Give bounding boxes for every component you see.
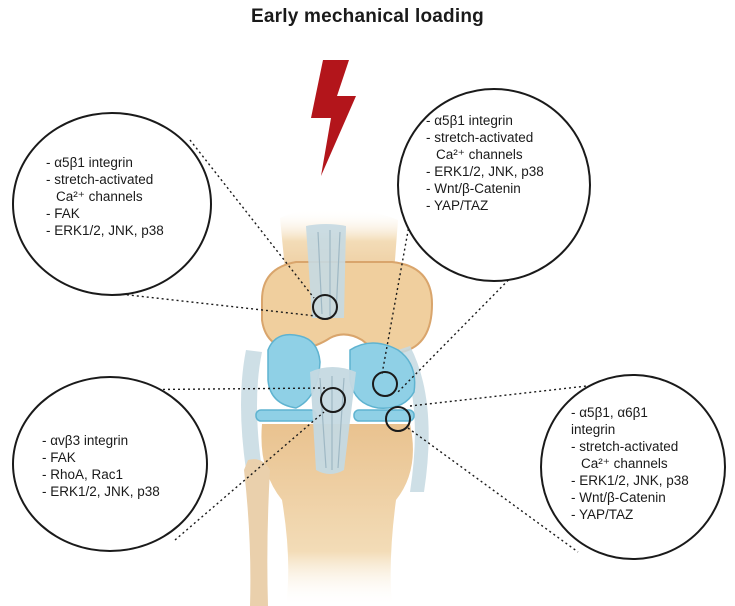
- callout-lower-right-list: α5β1, α6β1 integrin stretch-activated Ca…: [571, 404, 689, 523]
- list-item: α5β1 integrin: [46, 154, 164, 171]
- list-item: stretch-activated: [571, 438, 689, 455]
- list-item: RhoA, Rac1: [42, 466, 160, 483]
- lightning-bolt-icon: [311, 60, 356, 176]
- list-item: α5β1 integrin: [426, 112, 544, 129]
- list-item: stretch-activated: [426, 129, 544, 146]
- callout-upper-left-list: α5β1 integrin stretch-activated Ca²⁺ cha…: [46, 154, 164, 239]
- list-item: αvβ3 integrin: [42, 432, 160, 449]
- cartilage-left: [267, 333, 321, 409]
- connector-upper-left-b: [101, 291, 317, 317]
- patellar-tendon-upper: [306, 224, 346, 318]
- callout-lower-left: αvβ3 integrin FAK RhoA, Rac1 ERK1/2, JNK…: [12, 376, 208, 552]
- list-item: FAK: [46, 205, 164, 222]
- list-item: YAP/TAZ: [426, 197, 544, 214]
- fibula: [244, 459, 270, 606]
- list-item-continuation: integrin: [571, 422, 616, 437]
- meniscus-left: [255, 409, 317, 422]
- site-markers: [312, 294, 411, 432]
- ligament-fibers: [317, 230, 345, 470]
- knee-joint-illustration: [241, 209, 434, 606]
- site-marker-cartilage: [372, 371, 398, 397]
- connector-upper-right-b: [395, 247, 541, 395]
- connector-lower-right-b: [407, 427, 579, 553]
- connector-lower-left-a: [97, 387, 327, 391]
- callout-upper-left: α5β1 integrin stretch-activated Ca²⁺ cha…: [12, 112, 212, 296]
- list-item: ERK1/2, JNK, p38: [46, 222, 164, 239]
- list-item: stretch-activated: [46, 171, 164, 188]
- list-item: Wnt/β-Catenin: [571, 489, 689, 506]
- list-item: ERK1/2, JNK, p38: [426, 163, 544, 180]
- list-item-continuation: Ca²⁺ channels: [436, 147, 523, 162]
- callout-upper-right: α5β1 integrin stretch-activated Ca²⁺ cha…: [397, 88, 591, 282]
- site-marker-meniscus: [385, 406, 411, 432]
- figure-title: Early mechanical loading: [251, 6, 484, 27]
- list-item: ERK1/2, JNK, p38: [42, 483, 160, 500]
- connector-upper-left-a: [189, 139, 315, 299]
- list-item: FAK: [42, 449, 160, 466]
- list-item-continuation: Ca²⁺ channels: [56, 189, 143, 204]
- tibia: [261, 424, 413, 606]
- meniscus-right: [353, 409, 415, 422]
- list-item: α5β1, α6β1: [571, 404, 689, 421]
- list-item: ERK1/2, JNK, p38: [571, 472, 689, 489]
- medial-ligament: [398, 346, 429, 492]
- site-marker-cruciate-ligament: [320, 387, 346, 413]
- callout-lower-left-list: αvβ3 integrin FAK RhoA, Rac1 ERK1/2, JNK…: [42, 432, 160, 500]
- list-item: YAP/TAZ: [571, 506, 689, 523]
- callout-upper-right-list: α5β1 integrin stretch-activated Ca²⁺ cha…: [426, 112, 544, 214]
- callout-lower-right: α5β1, α6β1 integrin stretch-activated Ca…: [540, 374, 726, 560]
- list-item: Wnt/β-Catenin: [426, 180, 544, 197]
- lateral-ligament: [241, 350, 262, 470]
- list-item-continuation: Ca²⁺ channels: [581, 456, 668, 471]
- connector-lower-right-a: [409, 379, 641, 407]
- site-marker-patellar-tendon: [312, 294, 338, 320]
